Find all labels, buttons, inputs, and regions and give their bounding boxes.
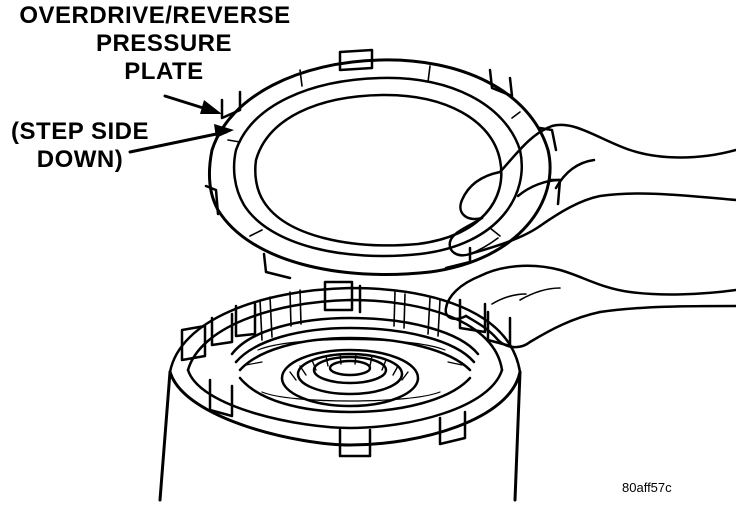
step-side-down-label: (STEP SIDE DOWN) xyxy=(0,118,160,174)
figure-id: 80aff57c xyxy=(622,480,672,495)
clutch-housing xyxy=(158,280,522,502)
label-line: DOWN) xyxy=(36,146,124,173)
label-line: OVERDRIVE/REVERSE xyxy=(19,2,291,29)
label-line: PRESSURE xyxy=(95,30,233,57)
overdrive-reverse-pressure-plate-label: OVERDRIVE/REVERSE PRESSURE PLATE xyxy=(0,2,310,86)
pressure-plate xyxy=(204,48,562,280)
arrowhead-plate xyxy=(200,100,222,114)
leader-line-step xyxy=(128,130,228,154)
label-line: PLATE xyxy=(124,58,204,85)
lower-hand xyxy=(444,264,736,349)
label-line: (STEP SIDE xyxy=(11,118,149,145)
upper-hand xyxy=(448,123,736,257)
arrowhead-step xyxy=(214,124,234,138)
